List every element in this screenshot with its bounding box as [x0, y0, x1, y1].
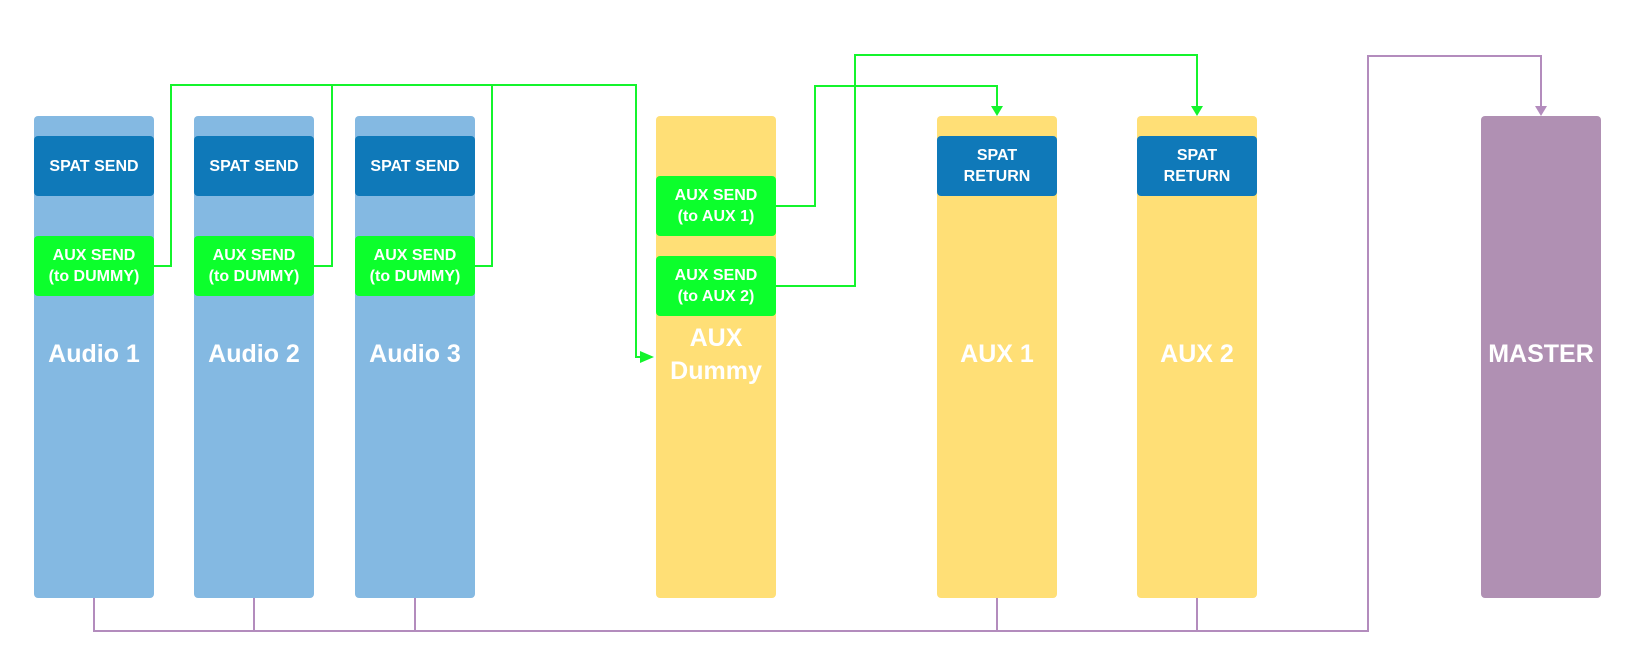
spat-return-label-line2: RETURN — [1163, 168, 1231, 185]
channel-name: Audio 2 — [208, 340, 300, 368]
spat-send-label: SPAT SEND — [49, 157, 139, 175]
channel-strip-master: MASTER — [1481, 116, 1601, 598]
channel-name: MASTER — [1488, 340, 1594, 368]
aux-send-box: AUX SEND (to DUMMY) — [34, 236, 154, 296]
spat-send-box: SPAT SEND — [355, 136, 475, 196]
aux-send-label: AUX SEND — [674, 267, 758, 284]
aux-send-target: (to DUMMY) — [208, 268, 300, 285]
spat-return-label-line1: SPAT — [1176, 147, 1218, 164]
aux-send-label: AUX SEND — [373, 247, 457, 264]
aux-send-target: (to DUMMY) — [369, 268, 461, 285]
channel-strip-audio-2: SPAT SEND AUX SEND (to DUMMY) Audio 2 — [194, 116, 314, 598]
channel-name: AUX 1 — [960, 340, 1034, 368]
channel-name-line1: AUX — [689, 324, 743, 352]
channel-strip-audio-1: SPAT SEND AUX SEND (to DUMMY) Audio 1 — [34, 116, 154, 598]
spat-send-box: SPAT SEND — [194, 136, 314, 196]
channel-strip-aux-2: SPAT RETURN AUX 2 — [1137, 116, 1257, 598]
dummy-send-aux2-wire — [775, 54, 1198, 287]
channel-name: AUX 2 — [1160, 340, 1234, 368]
spat-return-label-line1: SPAT — [976, 147, 1018, 164]
channel-name: AUX Dummy — [656, 322, 776, 388]
aux-send-label: AUX SEND — [674, 187, 758, 204]
audio3-aux-send-wire — [475, 85, 493, 267]
spat-send-label: SPAT SEND — [209, 157, 299, 175]
channel-strip-audio-3: SPAT SEND AUX SEND (to DUMMY) Audio 3 — [355, 116, 475, 598]
channel-name: Audio 1 — [48, 340, 140, 368]
audio1-aux-send-wire — [154, 84, 651, 358]
channel-name: Audio 3 — [369, 340, 461, 368]
channel-strip-aux-1: SPAT RETURN AUX 1 — [937, 116, 1057, 598]
aux-send-box: AUX SEND (to DUMMY) — [355, 236, 475, 296]
channel-name-line2: Dummy — [670, 357, 762, 385]
aux-send-target: (to DUMMY) — [48, 268, 140, 285]
aux-send-target: (to AUX 1) — [677, 208, 755, 225]
master-bus-wire — [93, 55, 1542, 632]
aux-send-target: (to AUX 2) — [677, 288, 755, 305]
audio2-aux-send-wire — [314, 85, 333, 267]
aux-send-to-aux1-box: AUX SEND (to AUX 1) — [656, 176, 776, 236]
aux1-input-arrow — [991, 106, 1003, 116]
spat-return-box: SPAT RETURN — [937, 136, 1057, 196]
spat-return-box: SPAT RETURN — [1137, 136, 1257, 196]
spat-send-box: SPAT SEND — [34, 136, 154, 196]
spat-return-label-line2: RETURN — [963, 168, 1031, 185]
channel-strip-aux-dummy: AUX SEND (to AUX 1) AUX SEND (to AUX 2) … — [656, 116, 776, 598]
aux2-input-arrow — [1191, 106, 1203, 116]
master-input-arrow — [1535, 106, 1547, 116]
aux-send-box: AUX SEND (to DUMMY) — [194, 236, 314, 296]
spat-send-label: SPAT SEND — [370, 157, 460, 175]
dummy-send-aux1-wire — [775, 85, 998, 207]
dummy-input-arrow — [640, 351, 654, 363]
aux-send-label: AUX SEND — [212, 247, 296, 264]
aux-send-label: AUX SEND — [52, 247, 136, 264]
aux-send-to-aux2-box: AUX SEND (to AUX 2) — [656, 256, 776, 316]
